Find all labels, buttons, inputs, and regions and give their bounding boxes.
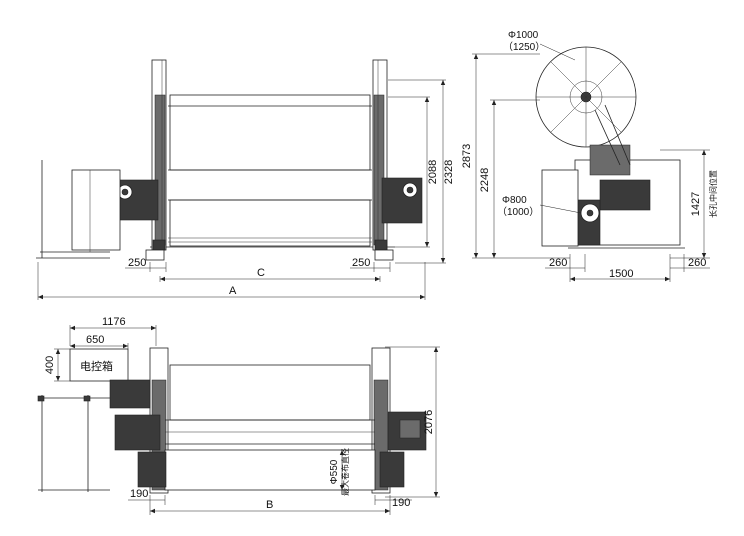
left-side-frame xyxy=(151,59,167,251)
dim-2088: 2088 xyxy=(427,160,439,184)
label-control-box: 电控箱 xyxy=(80,359,113,373)
dim-1176: 1176 xyxy=(102,316,126,328)
dim-190-left: 190 xyxy=(130,488,148,500)
side-view: Φ1000 （1250） Φ800 （1000） 2873 2248 1427 … xyxy=(461,30,718,282)
control-cabinet-front xyxy=(36,160,121,259)
warp-cloth-lower xyxy=(169,199,371,247)
dim-1500: 1500 xyxy=(609,268,633,280)
right-gearbox xyxy=(381,177,423,224)
dim-2076: 2076 xyxy=(423,410,435,434)
dim-2248: 2248 xyxy=(479,168,491,192)
dim-190-right: 190 xyxy=(392,497,410,509)
dim-2873: 2873 xyxy=(461,144,473,168)
dim-260-right: 260 xyxy=(688,257,706,269)
label-d550: Φ550 xyxy=(329,459,340,484)
control-box xyxy=(69,348,129,382)
dim-650: 650 xyxy=(86,334,104,346)
note-max-roll-diameter: 最大卷布直径 xyxy=(340,448,350,496)
front-view: 2088 2328 250 250 C A xyxy=(36,59,455,300)
dim-C: C xyxy=(257,267,265,279)
label-d1250: （1250） xyxy=(503,41,545,53)
cloth-roll-large xyxy=(535,46,637,148)
label-d800: Φ800 xyxy=(502,195,527,206)
dim-1427: 1427 xyxy=(690,192,702,216)
warp-cloth-upper xyxy=(169,94,371,171)
dim-250-right: 250 xyxy=(352,257,370,269)
top-cloth xyxy=(169,364,371,421)
dim-2328: 2328 xyxy=(443,160,455,184)
label-d1000b: （1000） xyxy=(497,206,539,218)
dim-260-left: 260 xyxy=(549,257,567,269)
top-view: 电控箱 1176 650 400 xyxy=(37,316,440,515)
dim-A: A xyxy=(229,285,237,297)
dim-250-left: 250 xyxy=(128,257,146,269)
top-rack xyxy=(37,395,110,492)
dim-400: 400 xyxy=(44,356,56,374)
label-d1000: Φ1000 xyxy=(508,30,539,41)
dim-B: B xyxy=(266,499,273,511)
note-long-hole-middle: 长孔中间位置 xyxy=(708,170,718,218)
